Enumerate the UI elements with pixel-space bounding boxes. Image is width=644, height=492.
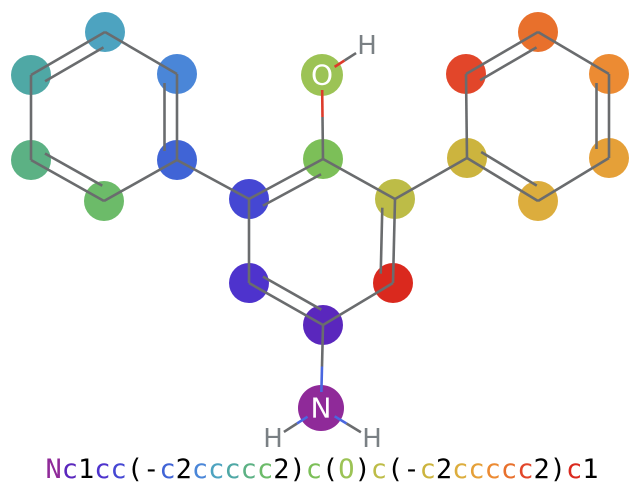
smiles-char-33: 1 xyxy=(582,454,599,485)
bond-C13-C20-inner xyxy=(379,207,384,274)
smiles-char-29: c xyxy=(517,454,534,485)
bond-C7-C8-inner xyxy=(44,46,105,83)
bond-C9-C10-inner xyxy=(44,152,103,187)
smiles-char-24: 2 xyxy=(435,454,453,485)
smiles-char-9: c xyxy=(191,454,209,485)
bond-C4-C5 xyxy=(176,158,250,201)
smiles-char-5: ( xyxy=(126,454,144,485)
atom-circle-O12 xyxy=(301,54,343,96)
bond-C11-O12-half1 xyxy=(321,116,325,160)
smiles-char-16: c xyxy=(305,454,322,485)
bond-C14-C15 xyxy=(466,156,539,203)
smiles-char-13: c xyxy=(256,454,274,485)
smiles-char-32: c xyxy=(565,454,583,485)
bond-C7-C8 xyxy=(30,30,106,77)
smiles-char-22: - xyxy=(403,454,420,485)
bond-C2-C3 xyxy=(248,281,324,327)
bonds xyxy=(29,30,611,434)
bond-C18-C19 xyxy=(465,30,539,76)
hydrogen-label-H2: H xyxy=(263,424,283,454)
smiles-char-10: c xyxy=(208,454,225,485)
smiles-char-25: c xyxy=(452,454,469,485)
bond-C11-C13 xyxy=(322,157,396,201)
bond-C15-C16 xyxy=(537,156,610,203)
smiles-char-19: ) xyxy=(354,454,371,485)
smiles-char-21: ( xyxy=(387,454,404,485)
atom-label-O12: O xyxy=(311,59,333,92)
bond-C6-C7 xyxy=(104,30,178,76)
bond-C10-C5 xyxy=(103,158,178,203)
atom-label-N1: N xyxy=(311,392,332,425)
smiles-char-8: 2 xyxy=(175,454,192,485)
smiles-char-18: O xyxy=(338,454,355,485)
smiles-string: Nc1cc(-c2ccccc2)c(O)c(-c2ccccc2)c1 xyxy=(0,452,644,490)
bond-C2-N1-half1 xyxy=(320,324,325,367)
bond-C4-C11-inner xyxy=(262,173,322,207)
smiles-char-15: ) xyxy=(289,454,306,485)
hydrogen-label-H3: H xyxy=(362,424,382,454)
bond-C2-N1-half2 xyxy=(320,366,324,393)
smiles-char-27: c xyxy=(484,454,501,485)
smiles-char-0: N xyxy=(45,454,62,485)
smiles-char-3: c xyxy=(94,454,111,485)
smiles-char-28: c xyxy=(500,454,518,485)
smiles-char-14: 2 xyxy=(273,454,290,485)
bond-C13-C14 xyxy=(394,156,468,201)
hydrogen-label-H1: H xyxy=(357,31,377,61)
bond-C18-C19-inner xyxy=(479,46,538,82)
smiles-char-7: c xyxy=(159,454,176,485)
bond-C20-C2 xyxy=(322,281,394,327)
bond-C19-C14 xyxy=(464,73,469,159)
bond-C9-C10 xyxy=(30,158,105,203)
bond-C13-C20 xyxy=(391,198,397,284)
smiles-char-11: c xyxy=(224,454,241,485)
smiles-char-2: 1 xyxy=(78,454,95,485)
bond-C2-C3-inner xyxy=(262,275,322,311)
bond-C4-C11 xyxy=(248,157,324,201)
smiles-char-17: ( xyxy=(322,454,339,485)
atom-circle-N1 xyxy=(298,385,344,431)
bond-O12-H1-half1 xyxy=(333,59,346,68)
smiles-char-20: c xyxy=(370,454,388,485)
smiles-char-6: - xyxy=(143,454,160,485)
bond-N1-H2-half1 xyxy=(296,415,309,425)
smiles-char-1: c xyxy=(61,454,79,485)
bond-C17-C18 xyxy=(537,30,610,76)
smiles-char-30: 2 xyxy=(533,454,550,485)
bond-O12-H1-half2 xyxy=(343,51,357,62)
bond-C14-C15-inner xyxy=(480,150,538,187)
smiles-char-31: ) xyxy=(549,454,566,485)
bond-N1-H3-half2 xyxy=(345,422,362,434)
smiles-char-12: c xyxy=(240,454,257,485)
bond-N1-H2-half2 xyxy=(283,422,298,434)
smiles-char-23: c xyxy=(419,454,436,485)
smiles-char-26: c xyxy=(468,454,485,485)
bond-N1-H3-half1 xyxy=(333,415,348,425)
smiles-char-4: c xyxy=(110,454,127,485)
